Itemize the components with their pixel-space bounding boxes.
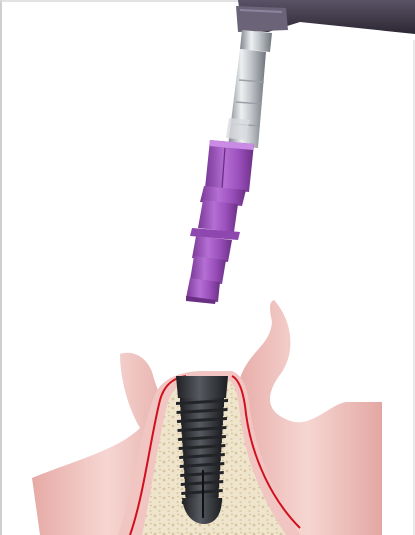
implant-carrier-icon: [186, 140, 254, 304]
dental-implant-icon: [176, 376, 228, 524]
driver-shaft-icon: [226, 30, 272, 148]
dental-handpiece-icon: [236, 0, 415, 34]
